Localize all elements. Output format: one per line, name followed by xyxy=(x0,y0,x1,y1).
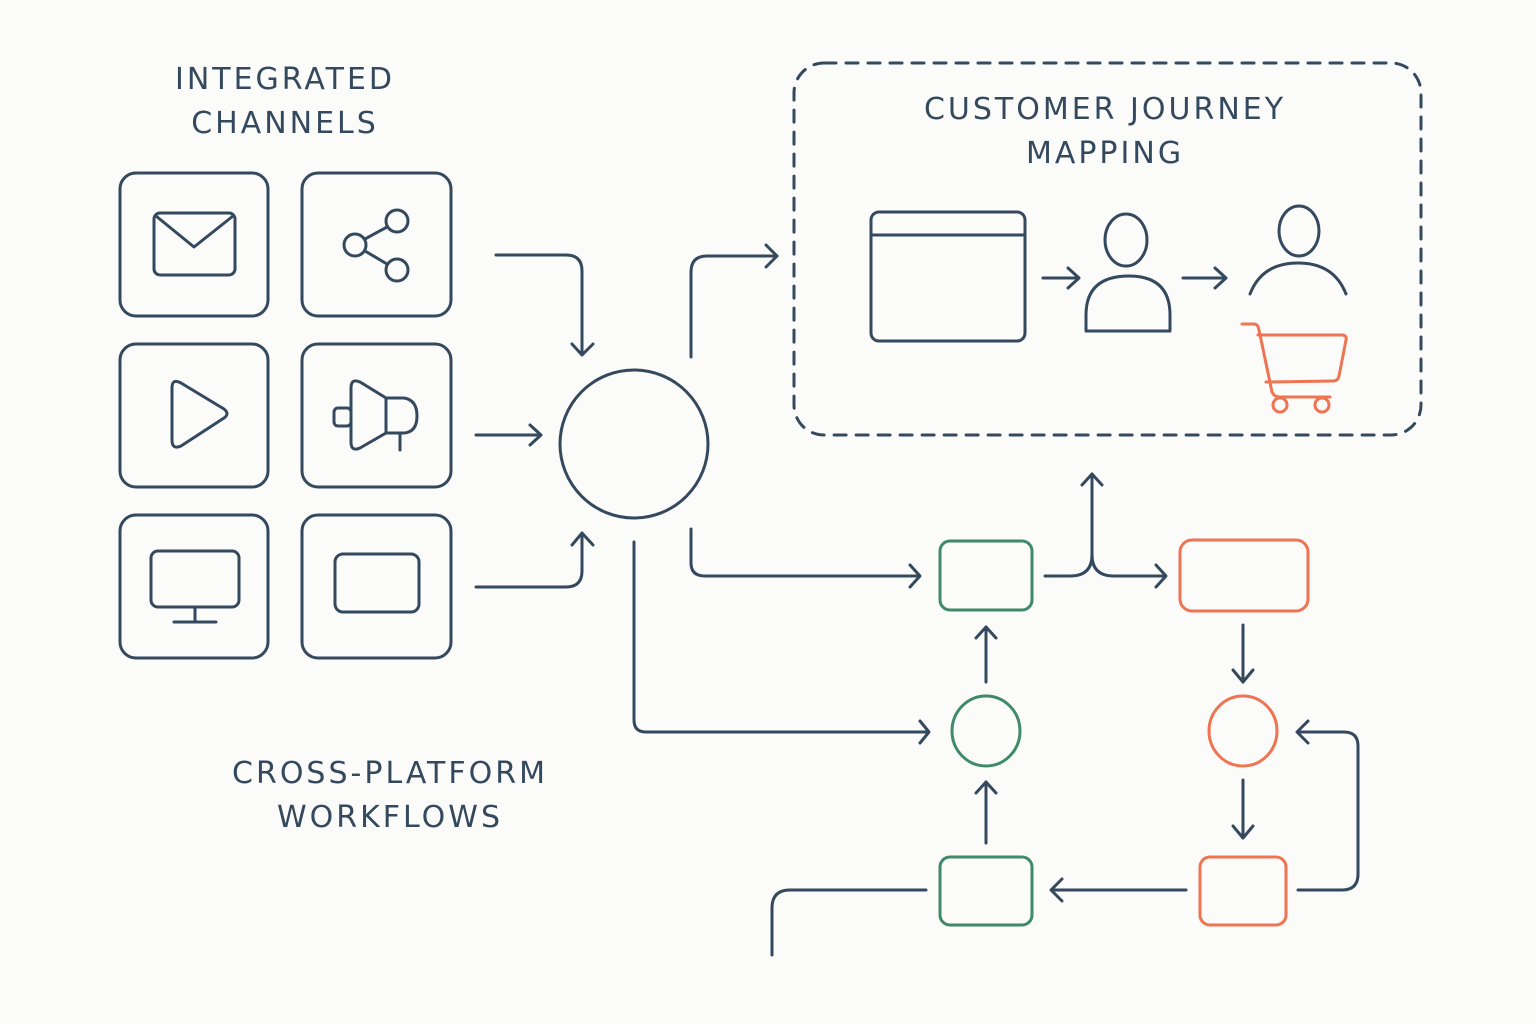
arrow-green-circle-to-green-box xyxy=(974,625,998,684)
integrated-channels-title: INTEGRATED CHANNELS xyxy=(120,58,450,146)
arrow-orange-box-to-orange-circle xyxy=(1231,623,1255,684)
workflow-node-orange-bottom[interactable] xyxy=(1198,855,1288,927)
cross-platform-workflows-title: CROSS-PLATFORM WORKFLOWS xyxy=(200,752,580,840)
title-line: CROSS-PLATFORM xyxy=(232,756,548,791)
arrow-channels-to-hub-bottom xyxy=(474,531,595,589)
tablet-icon xyxy=(333,552,421,614)
email-icon xyxy=(152,211,237,277)
customer-journey-title: CUSTOMER JOURNEY MAPPING xyxy=(820,88,1390,176)
workflow-node-orange-top[interactable] xyxy=(1178,538,1310,613)
connector-green-box-exit xyxy=(770,888,928,957)
workflow-node-green-top[interactable] xyxy=(938,539,1034,612)
share-icon xyxy=(342,208,410,283)
user-icon[interactable] xyxy=(1084,212,1172,333)
channel-tile-desktop[interactable] xyxy=(118,513,270,660)
title-line: WORKFLOWS xyxy=(276,800,503,835)
workflow-node-green-circle[interactable] xyxy=(950,694,1022,768)
browser-window-icon[interactable] xyxy=(869,210,1027,343)
title-line: CUSTOMER JOURNEY xyxy=(923,92,1287,127)
customer-journey-container xyxy=(792,61,1423,437)
arrow-browser-to-user xyxy=(1041,266,1081,290)
channel-tile-video[interactable] xyxy=(118,342,270,489)
channel-tile-email[interactable] xyxy=(118,171,270,318)
title-line: MAPPING xyxy=(1025,136,1185,171)
title-line: INTEGRATED xyxy=(174,62,396,97)
arrow-orange-circle-to-orange-box xyxy=(1231,778,1255,840)
arrow-green-to-orange-and-journey xyxy=(1043,472,1168,589)
channel-tile-share[interactable] xyxy=(300,171,453,318)
play-icon xyxy=(170,379,229,449)
central-hub-node[interactable] xyxy=(558,368,710,520)
arrow-channels-to-hub-middle xyxy=(474,423,543,447)
arrow-user-to-customer xyxy=(1181,266,1228,290)
arrow-channels-to-hub-top xyxy=(494,253,595,357)
arrow-hub-to-journey xyxy=(689,243,779,359)
monitor-icon xyxy=(149,549,241,624)
arrow-hub-to-green-box-top xyxy=(689,527,922,589)
workflow-node-green-bottom[interactable] xyxy=(938,855,1034,927)
shopping-cart-icon[interactable] xyxy=(1240,322,1348,414)
customer-icon[interactable] xyxy=(1248,204,1348,296)
arrow-orange-loop-back xyxy=(1295,719,1360,892)
megaphone-icon xyxy=(332,379,419,452)
arrow-orange-box-to-green-box xyxy=(1049,877,1188,903)
arrow-green-box-to-green-circle xyxy=(974,780,998,845)
workflow-node-orange-circle[interactable] xyxy=(1207,694,1279,768)
channel-tile-megaphone[interactable] xyxy=(300,342,453,489)
title-line: CHANNELS xyxy=(191,106,379,141)
channel-tile-tablet[interactable] xyxy=(300,513,453,660)
arrow-hub-to-green-circle xyxy=(632,540,931,745)
